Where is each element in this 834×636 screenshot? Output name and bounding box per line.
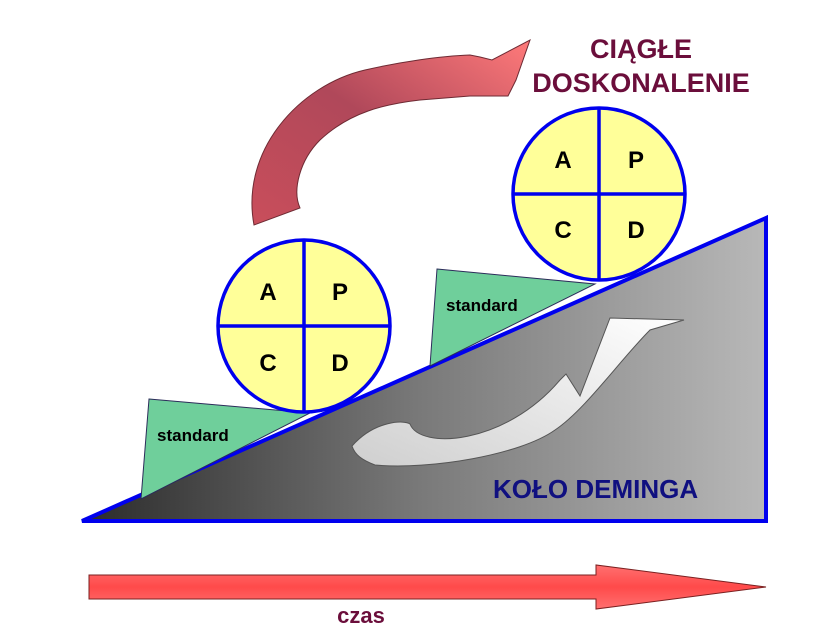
wheel-upper-quadrant-c: C [554, 217, 571, 244]
white-curved-arrow [351, 317, 685, 467]
title-line-1: CIĄGŁE [590, 34, 692, 64]
wheel-upper-quadrant-p: P [628, 147, 644, 174]
time-label: czas [337, 603, 385, 628]
time-arrow [88, 564, 767, 610]
standard-wedge-upper [429, 268, 597, 367]
red-curved-arrow [251, 38, 531, 226]
standard-wedge-lower [140, 398, 312, 500]
pdca-wheel-lower: A P C D [216, 238, 392, 414]
standard-label-upper: standard [446, 296, 518, 315]
wheel-lower-quadrant-d: D [331, 350, 348, 377]
wedge-title-kolo-deminga: KOŁO DEMINGA [493, 474, 698, 504]
wheel-lower-quadrant-c: C [259, 350, 276, 377]
title-line-2: DOSKONALENIE [532, 68, 750, 98]
wheel-lower-quadrant-p: P [332, 279, 348, 306]
wheel-upper-quadrant-d: D [627, 217, 644, 244]
pdca-wheel-upper: A P C D [511, 106, 687, 282]
wheel-upper-quadrant-a: A [554, 147, 571, 174]
standard-label-lower: standard [157, 426, 229, 445]
ramp [81, 214, 768, 523]
wheel-lower-quadrant-a: A [259, 279, 276, 306]
